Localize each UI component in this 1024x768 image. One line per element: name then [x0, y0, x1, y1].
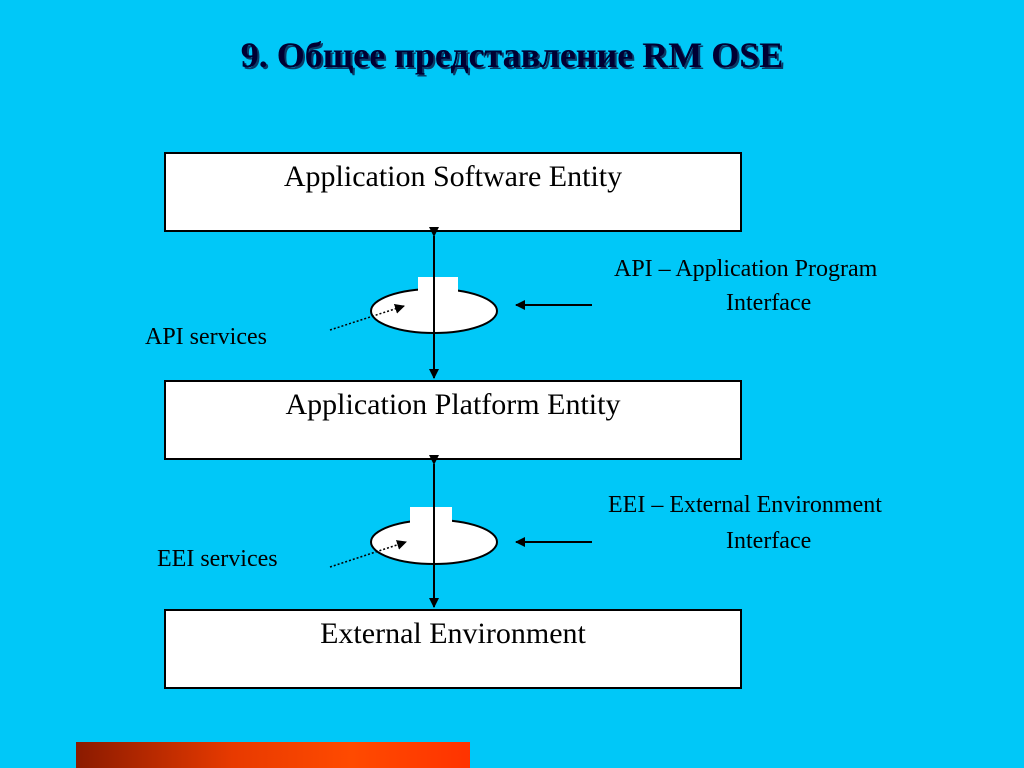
api-definition-line2: Interface — [726, 290, 812, 316]
eei-definition-line2: Interface — [726, 528, 812, 554]
footer-decoration-bar — [76, 742, 470, 768]
application-software-entity-box: Application Software Entity — [164, 152, 742, 232]
external-environment-label: External Environment — [320, 617, 586, 650]
application-software-entity-label: Application Software Entity — [283, 160, 623, 193]
application-platform-entity-box: Application Platform Entity — [164, 380, 742, 460]
eei-services-label: EEI services — [157, 546, 278, 572]
slide-title: 9. Общее представление RM OSE — [240, 35, 784, 75]
application-platform-entity-label: Application Platform Entity — [285, 388, 621, 421]
eei-services-leader — [329, 540, 407, 568]
api-services-leader — [329, 304, 405, 331]
api-definition-line1: API – Application Program — [614, 256, 878, 282]
eei-definition-line1: EEI – External Environment — [608, 492, 882, 518]
external-environment-box: External Environment — [164, 609, 742, 689]
api-services-label: API services — [145, 324, 267, 350]
